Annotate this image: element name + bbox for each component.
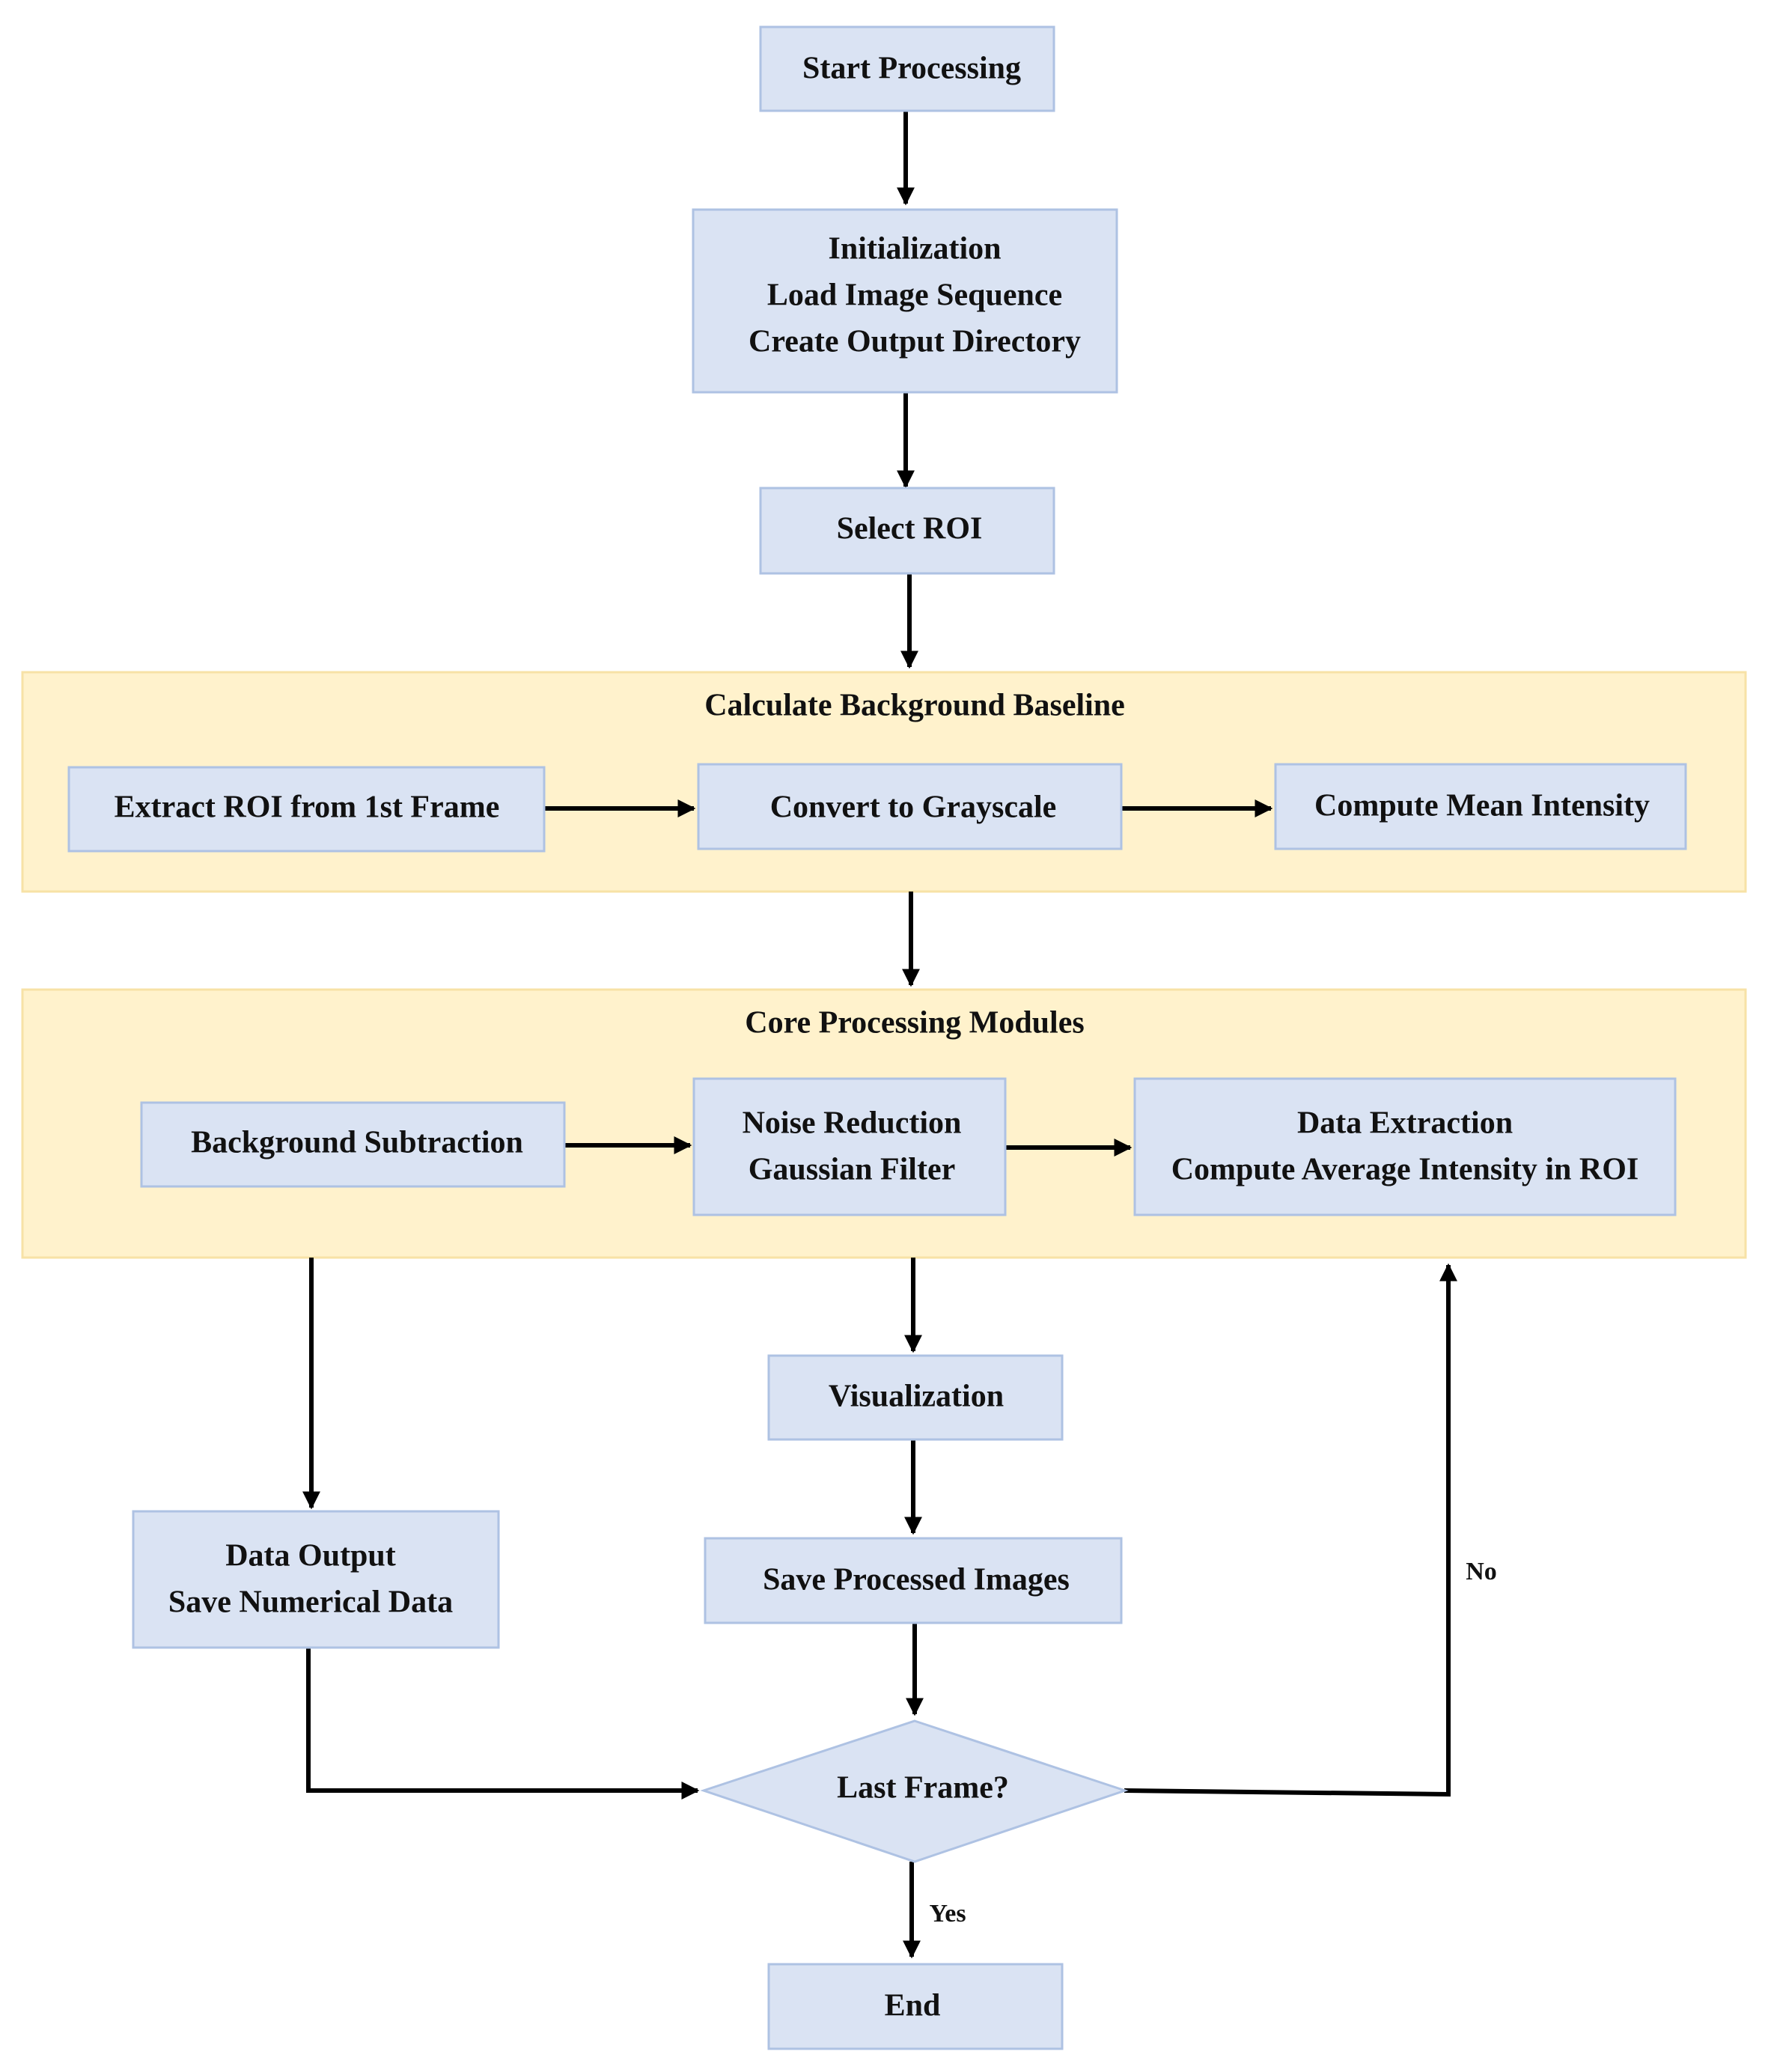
node-start-processing: Start Processing <box>759 25 1055 112</box>
node-noise-reduction-line-1: Noise Reduction <box>743 1106 962 1141</box>
node-last-frame-decision: Last Frame? <box>700 1719 1129 1863</box>
node-background-subtraction: Background Subtraction <box>140 1101 566 1188</box>
node-save-processed-images: Save Processed Images <box>704 1537 1123 1624</box>
edge-label-yes: Yes <box>929 1900 966 1928</box>
node-initialization: Initialization Load Image Sequence Creat… <box>692 208 1118 394</box>
node-initialization-line-3: Create Output Directory <box>749 325 1081 359</box>
node-visualization-label: Visualization <box>829 1380 1004 1414</box>
node-compute-mean-intensity: Compute Mean Intensity <box>1274 763 1687 850</box>
node-extract-roi-label: Extract ROI from 1st Frame <box>115 790 500 825</box>
node-start-processing-label: Start Processing <box>802 52 1021 86</box>
node-data-extraction-line-2: Compute Average Intensity in ROI <box>1171 1153 1639 1187</box>
node-initialization-line-1: Initialization <box>828 232 1001 266</box>
edge-data-output-to-decision <box>306 1647 700 1800</box>
node-last-frame-decision-label: Last Frame? <box>837 1771 1009 1806</box>
node-end-label: End <box>885 1989 941 2023</box>
node-visualization: Visualization <box>767 1354 1064 1441</box>
edges <box>302 111 1457 1959</box>
node-initialization-line-2: Load Image Sequence <box>767 278 1062 313</box>
node-select-roi: Select ROI <box>759 487 1055 575</box>
node-data-output: Data Output Save Numerical Data <box>132 1510 500 1649</box>
node-background-subtraction-label: Background Subtraction <box>191 1126 523 1160</box>
node-data-output-line-2: Save Numerical Data <box>168 1585 453 1620</box>
group-background-baseline-title: Calculate Background Baseline <box>704 689 1125 723</box>
node-noise-reduction: Noise Reduction Gaussian Filter <box>692 1077 1007 1216</box>
node-extract-roi: Extract ROI from 1st Frame <box>67 766 546 853</box>
node-convert-grayscale: Convert to Grayscale <box>697 763 1123 850</box>
node-noise-reduction-line-2: Gaussian Filter <box>749 1153 956 1187</box>
node-end: End <box>767 1963 1064 2050</box>
node-save-processed-images-label: Save Processed Images <box>763 1563 1070 1597</box>
node-compute-mean-intensity-label: Compute Mean Intensity <box>1314 789 1650 823</box>
node-data-extraction: Data Extraction Compute Average Intensit… <box>1133 1077 1677 1216</box>
node-data-extraction-line-1: Data Extraction <box>1297 1106 1513 1141</box>
node-data-output-line-1: Data Output <box>225 1539 396 1573</box>
edge-label-no: No <box>1466 1558 1497 1585</box>
edge-decision-no-loop <box>1124 1263 1457 1797</box>
node-convert-grayscale-label: Convert to Grayscale <box>770 790 1057 825</box>
group-core-processing-title: Core Processing Modules <box>745 1006 1084 1040</box>
node-select-roi-label: Select ROI <box>837 512 983 546</box>
